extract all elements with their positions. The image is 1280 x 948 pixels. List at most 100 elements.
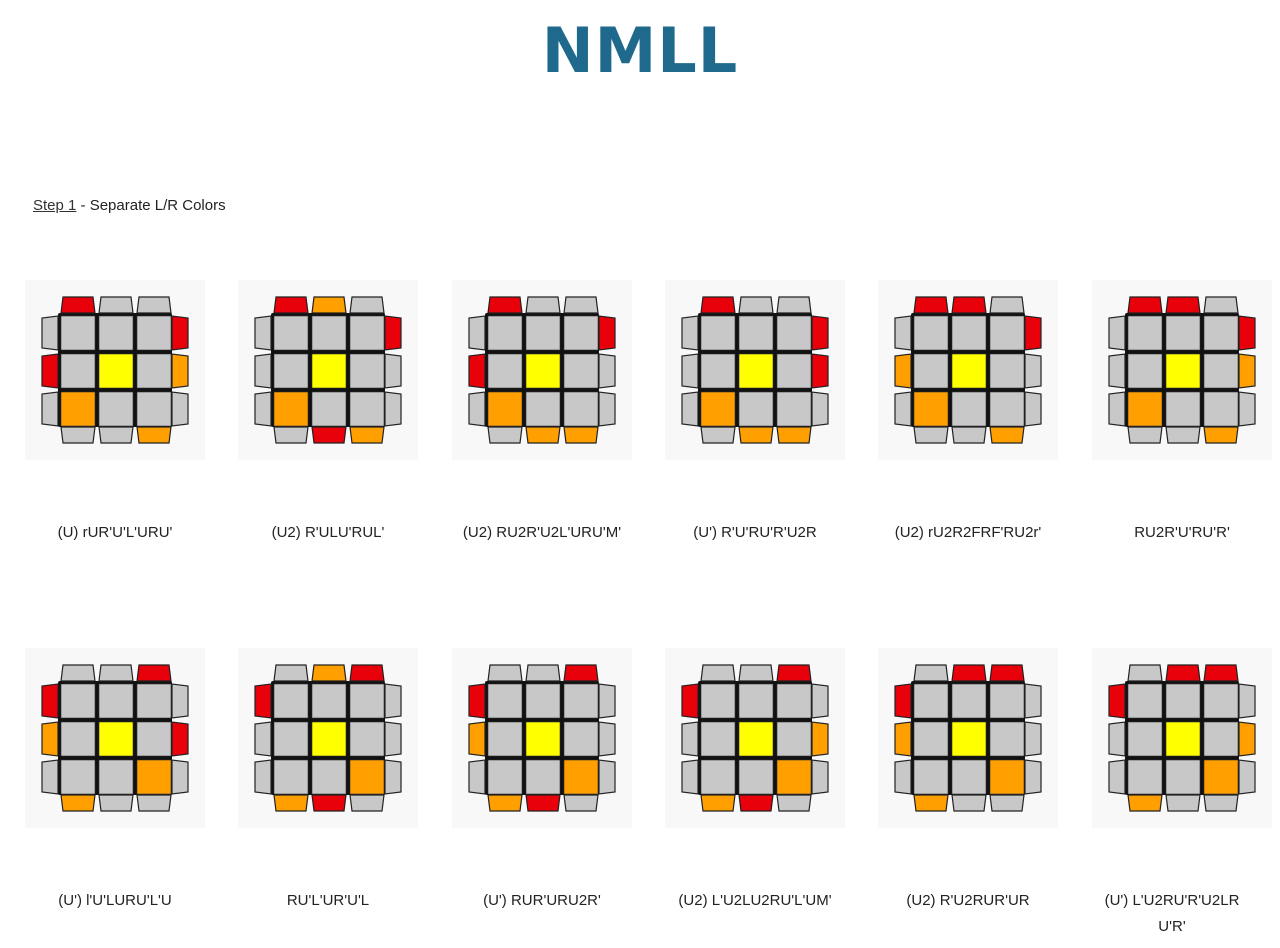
side-sticker-left-orange [894,353,912,389]
side-sticker-left-gray [41,391,59,427]
side-sticker-left-gray [1108,759,1126,795]
sticker-yellow [525,721,561,757]
side-sticker-bottom-gray [951,426,987,444]
sticker-gray [1127,315,1163,351]
sticker-gray [273,759,309,795]
sticker-yellow [738,353,774,389]
side-sticker-left-gray [681,315,699,351]
case-diagram [25,280,205,460]
cube-top-view [468,664,616,812]
sticker-gray [700,721,736,757]
case-algorithm: (U') l'U'LURU'L'U [58,892,172,909]
side-sticker-right-gray [384,721,402,757]
sticker-gray [913,759,949,795]
sticker-gray [563,391,599,427]
side-sticker-right-gray [1024,353,1042,389]
case-algorithm: (U2) rU2R2FRF'RU2r' [894,524,1042,541]
sticker-gray [1203,721,1239,757]
side-sticker-right-gray [384,759,402,795]
sticker-gray [913,315,949,351]
side-sticker-top-gray [273,664,309,682]
case-1: (U) rUR'U'L'URU' [25,280,205,580]
sticker-gray [136,353,172,389]
sticker-yellow [1165,721,1201,757]
side-sticker-left-red [468,683,486,719]
side-sticker-left-gray [1108,721,1126,757]
case-7: (U') l'U'LURU'L'U [25,648,205,948]
side-sticker-top-red [487,296,523,314]
sticker-gray [525,759,561,795]
sticker-orange [136,759,172,795]
side-sticker-top-gray [98,296,134,314]
sticker-gray [1165,683,1201,719]
side-sticker-bottom-orange [913,794,949,812]
sticker-gray [1127,683,1163,719]
side-sticker-top-gray [776,296,812,314]
sticker-gray [1165,759,1201,795]
side-sticker-left-orange [468,721,486,757]
side-sticker-right-red [598,315,616,351]
case-algorithm: (U') R'U'RU'R'U2R [693,524,817,541]
side-sticker-top-red [273,296,309,314]
sticker-yellow [525,353,561,389]
sticker-gray [738,683,774,719]
side-sticker-top-red [913,296,949,314]
sticker-gray [1165,391,1201,427]
sticker-yellow [311,721,347,757]
sticker-gray [487,721,523,757]
sticker-orange [1127,391,1163,427]
step-link[interactable]: Step 1 [33,197,77,214]
sticker-gray [60,683,96,719]
sticker-gray [738,315,774,351]
sticker-gray [525,391,561,427]
side-sticker-bottom-orange [700,794,736,812]
side-sticker-bottom-orange [989,426,1025,444]
case-algorithm: (U') RUR'URU2R' [483,892,601,909]
side-sticker-top-red [136,664,172,682]
side-sticker-bottom-gray [563,794,599,812]
side-sticker-right-gray [811,759,829,795]
cube-top-view [254,664,402,812]
side-sticker-left-gray [894,759,912,795]
sticker-gray [311,759,347,795]
side-sticker-right-gray [598,391,616,427]
side-sticker-right-red [1238,315,1256,351]
side-sticker-right-gray [811,683,829,719]
side-sticker-right-orange [811,721,829,757]
side-sticker-top-orange [311,296,347,314]
case-3: (U2) RU2R'U2L'URU'M' [452,280,632,580]
side-sticker-left-red [681,683,699,719]
side-sticker-top-gray [1203,296,1239,314]
side-sticker-right-gray [598,759,616,795]
side-sticker-right-gray [1238,391,1256,427]
sticker-yellow [738,721,774,757]
sticker-gray [136,315,172,351]
side-sticker-left-gray [681,759,699,795]
case-diagram [878,280,1058,460]
side-sticker-right-gray [1024,391,1042,427]
side-sticker-bottom-gray [1165,426,1201,444]
side-sticker-bottom-gray [951,794,987,812]
cube-top-view [1108,296,1256,444]
case-algorithm: RU2R'U'RU'R' [1134,524,1230,541]
case-diagram [238,648,418,828]
sticker-gray [98,391,134,427]
side-sticker-left-gray [41,315,59,351]
side-sticker-left-gray [254,353,272,389]
case-diagram [665,280,845,460]
side-sticker-right-gray [384,683,402,719]
sticker-gray [487,315,523,351]
sticker-orange [273,391,309,427]
sticker-orange [989,759,1025,795]
side-sticker-bottom-gray [98,794,134,812]
side-sticker-top-gray [487,664,523,682]
side-sticker-top-red [700,296,736,314]
sticker-gray [700,353,736,389]
side-sticker-right-gray [598,721,616,757]
side-sticker-bottom-gray [1203,794,1239,812]
side-sticker-left-gray [681,353,699,389]
case-algorithm: (U2) L'U2LU2RU'L'UM' [678,892,832,909]
side-sticker-left-orange [41,721,59,757]
side-sticker-right-gray [1238,683,1256,719]
cube-top-view [468,296,616,444]
